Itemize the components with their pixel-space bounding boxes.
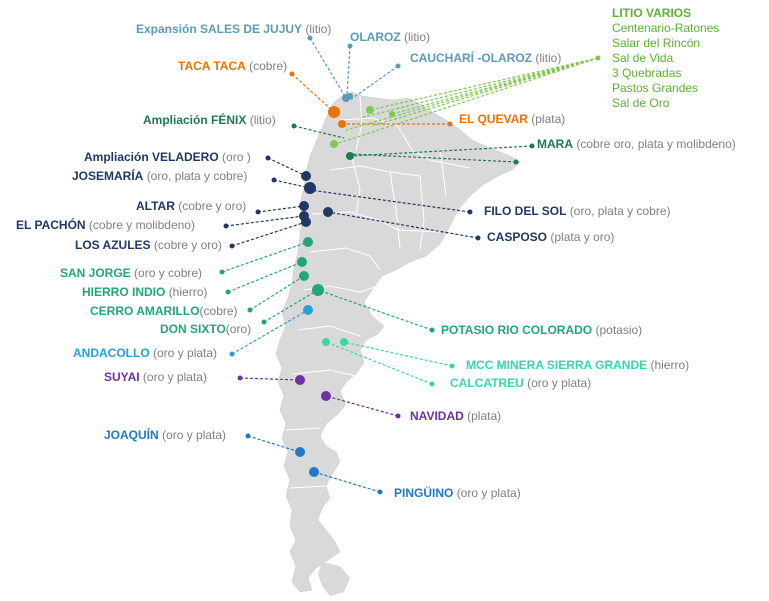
argentina-landmass bbox=[275, 91, 521, 593]
label-mara: MARA (cobre oro, plata y molibdeno) bbox=[537, 137, 736, 151]
marker-josemaria bbox=[304, 182, 316, 194]
label-casposo: CASPOSO (plata y oro) bbox=[487, 230, 615, 244]
lithium-item: Sal de Oro bbox=[612, 96, 670, 110]
marker-andacollo bbox=[303, 305, 313, 315]
marker-cerro-amarillo bbox=[299, 271, 309, 281]
marker-lithium-various bbox=[389, 111, 395, 117]
marker-mcc-minera-sierra-grande bbox=[340, 338, 348, 346]
marker-pinguino bbox=[309, 467, 319, 477]
label-andacollo: ANDACOLLO (oro y plata) bbox=[73, 346, 218, 360]
label-navidad: NAVIDAD (plata) bbox=[410, 409, 502, 423]
label-josemaria: JOSEMARÍA (oro, plata y cobre) bbox=[72, 169, 248, 183]
marker-potasio-rio-colorado bbox=[312, 284, 324, 296]
label-cerro-amarillo: CERRO AMARILLO(cobre) bbox=[90, 304, 238, 318]
label-altar: ALTAR (cobre y oro) bbox=[136, 199, 247, 213]
label-el-quevar: EL QUEVAR (plata) bbox=[459, 112, 566, 126]
label-anchor-dots bbox=[219, 35, 601, 495]
label-pinguino: PINGÜINO (oro y plata) bbox=[394, 486, 521, 500]
lithium-item: Sal de Vida bbox=[612, 51, 674, 65]
label-los-azules: LOS AZULES (cobre y oro) bbox=[75, 238, 222, 252]
marker-los-azules bbox=[301, 217, 311, 227]
marker-el-quevar bbox=[338, 120, 346, 128]
label-mcc-minera-sierra-grande: MCC MINERA SIERRA GRANDE (hierro) bbox=[466, 358, 690, 372]
tierra-del-fuego bbox=[318, 562, 350, 596]
label-san-jorge: SAN JORGE (oro y cobre) bbox=[60, 266, 203, 280]
marker-mara bbox=[346, 152, 354, 160]
project-markers bbox=[295, 93, 395, 477]
label-suyai: SUYAI (oro y plata) bbox=[104, 370, 207, 384]
label-hierro-indio: HIERRO INDIO (hierro) bbox=[82, 285, 208, 299]
label-el-pachon: EL PACHÓN (cobre y molibdeno) bbox=[16, 218, 195, 232]
leader-lines bbox=[221, 37, 599, 493]
lithium-various-title: LITIO VARIOS bbox=[612, 6, 692, 20]
label-potasio-rio-colorado: POTASIO RIO COLORADO (potasio) bbox=[441, 323, 643, 337]
lithium-item: Salar del Rincón bbox=[612, 36, 701, 50]
lithium-various-list: LITIO VARIOS Centenario-Ratones Salar de… bbox=[612, 6, 719, 111]
marker-hierro-indio bbox=[297, 257, 307, 267]
marker-suyai bbox=[295, 375, 305, 385]
marker-navidad bbox=[321, 391, 331, 401]
label-ampliacion-veladero: Ampliación VELADERO (oro ) bbox=[84, 150, 251, 164]
marker-filo-del-sol bbox=[323, 207, 333, 217]
label-joaquin: JOAQUÍN (oro y plata) bbox=[104, 428, 227, 442]
marker-lithium-various bbox=[366, 106, 374, 114]
label-don-sixto: DON SIXTO(oro) bbox=[160, 322, 252, 336]
marker-calcatreu bbox=[322, 338, 330, 346]
label-olaroz: OLAROZ (litio) bbox=[350, 30, 431, 44]
lithium-item: Pastos Grandes bbox=[612, 81, 699, 95]
label-ampliacion-fenix: Ampliación FÉNIX (litio) bbox=[143, 113, 276, 127]
lithium-item: 3 Quebradas bbox=[612, 66, 682, 80]
label-calcatreu: CALCATREU (oro y plata) bbox=[450, 376, 592, 390]
marker-altar bbox=[299, 201, 309, 211]
marker-san-jorge bbox=[303, 237, 313, 247]
label-filo-del-sol: FILO DEL SOL (oro, plata y cobre) bbox=[484, 204, 671, 218]
label-cauchari-olaroz: CAUCHARÍ -OLAROZ (litio) bbox=[410, 51, 562, 65]
label-expansion-sales-de-jujuy: Expansión SALES DE JUJUY (litio) bbox=[136, 22, 332, 36]
lithium-item: Centenario-Ratones bbox=[612, 21, 720, 35]
label-taca-taca: TACA TACA (cobre) bbox=[178, 59, 288, 73]
marker-ampliacion-fenix bbox=[330, 140, 338, 148]
marker-joaquin bbox=[295, 447, 305, 457]
marker-olaroz bbox=[347, 93, 353, 99]
marker-ampliacion-veladero bbox=[301, 171, 311, 181]
marker-taca-taca bbox=[328, 106, 340, 118]
